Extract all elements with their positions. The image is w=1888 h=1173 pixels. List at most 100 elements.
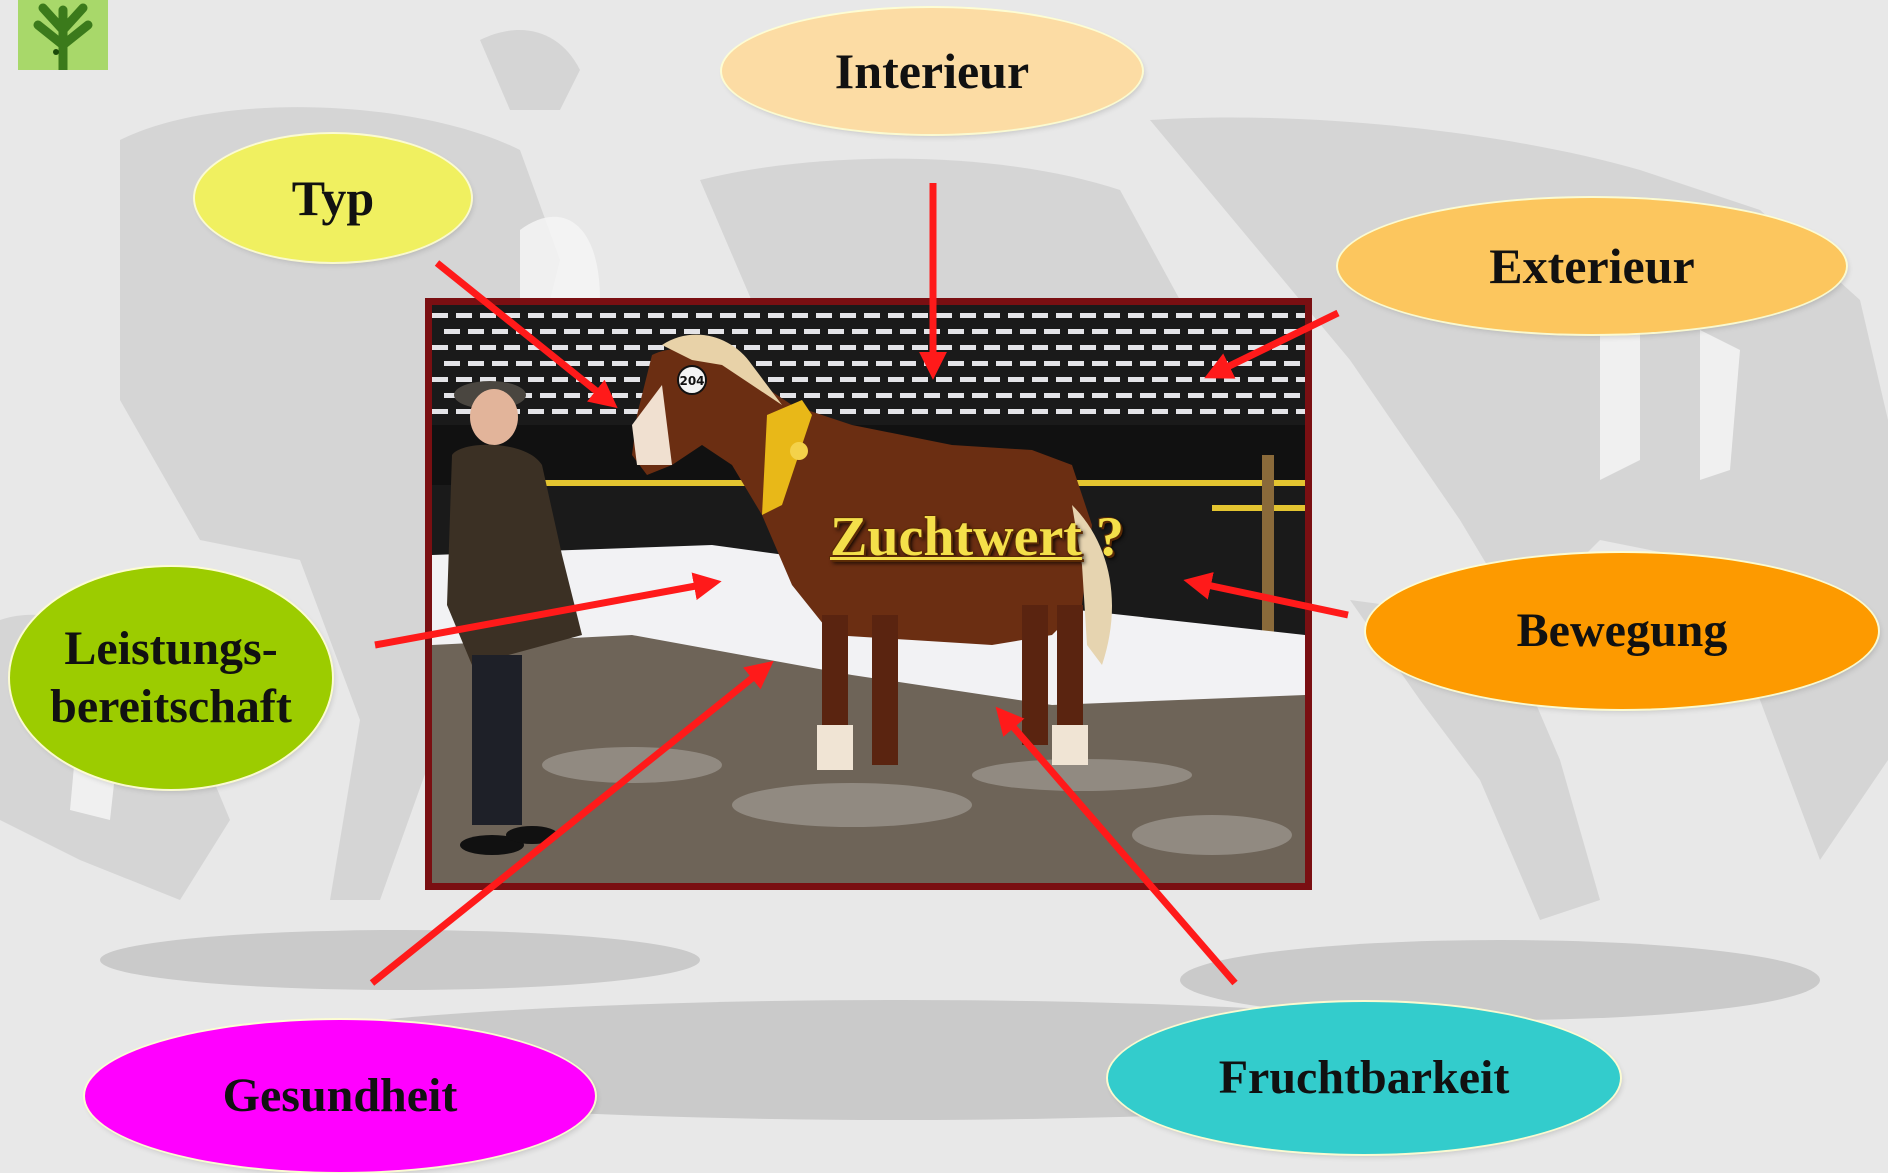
stand-seat	[576, 409, 592, 414]
stand-seat	[504, 377, 520, 382]
node-fruchtbarkeit-label: Fruchtbarkeit	[1218, 1051, 1510, 1105]
stand-seat	[708, 329, 724, 334]
stand-seat	[540, 361, 556, 366]
stand-seat	[996, 393, 1012, 398]
stand-seat	[444, 361, 460, 366]
stand-seat	[744, 313, 760, 318]
stand-seat	[528, 409, 544, 414]
stand-seat	[1068, 393, 1084, 398]
stand-seat	[900, 329, 916, 334]
stand-seat	[456, 409, 472, 414]
stand-seat	[588, 361, 604, 366]
stand-seat	[768, 313, 784, 318]
node-bewegung-label: Bewegung	[1516, 604, 1728, 658]
stand-seat	[1044, 361, 1060, 366]
stand-seat	[468, 361, 484, 366]
stand-seat	[492, 329, 508, 334]
stand-seat	[1164, 361, 1180, 366]
center-label-word: Zuchtwert	[830, 506, 1082, 568]
stand-seat	[960, 313, 976, 318]
stand-seat	[480, 345, 496, 350]
stand-seat	[1008, 377, 1024, 382]
stand-seat	[948, 329, 964, 334]
node-leistung-label-line2: bereitschaft	[50, 680, 292, 733]
stand-seat	[1176, 409, 1192, 414]
stand-seat	[1128, 409, 1144, 414]
stand-seat	[1008, 409, 1024, 414]
stand-seat	[1176, 377, 1192, 382]
stand-seat	[1104, 409, 1120, 414]
stand-seat	[804, 329, 820, 334]
stand-seat	[1260, 393, 1276, 398]
stand-seat	[1032, 345, 1048, 350]
stand-seat	[924, 361, 940, 366]
stand-seat	[696, 313, 712, 318]
stand-seat	[456, 345, 472, 350]
stand-seat	[1056, 345, 1072, 350]
stand-seat	[792, 377, 808, 382]
stand-seat	[636, 361, 652, 366]
stand-seat	[768, 345, 784, 350]
stand-seat	[876, 329, 892, 334]
stand-seat	[1152, 377, 1168, 382]
stand-seat	[936, 377, 952, 382]
stand-seat	[660, 329, 676, 334]
center-question-mark: ?	[1095, 506, 1124, 568]
stand-seat	[1020, 361, 1036, 366]
stand-seat	[864, 409, 880, 414]
stand-seat	[1176, 345, 1192, 350]
horse-photo: 204	[425, 298, 1312, 890]
stand-seat	[1200, 345, 1216, 350]
stand-seat	[1272, 409, 1288, 414]
stand-seat	[1200, 377, 1216, 382]
stand-seat	[612, 329, 628, 334]
stand-seat	[912, 377, 928, 382]
stand-seat	[1008, 313, 1024, 318]
stand-seat	[852, 393, 868, 398]
stand-seat	[1056, 377, 1072, 382]
stand-seat	[744, 345, 760, 350]
stand-seat	[972, 361, 988, 366]
stand-seat	[1248, 377, 1264, 382]
stand-seat	[1284, 329, 1300, 334]
stand-seat	[564, 393, 580, 398]
stand-seat	[552, 377, 568, 382]
stand-seat	[948, 393, 964, 398]
stand-seat	[780, 329, 796, 334]
stand-seat	[924, 393, 940, 398]
stand-seat	[792, 345, 808, 350]
stand-seat	[528, 377, 544, 382]
stand-seat	[1020, 329, 1036, 334]
tree-logo-icon	[18, 0, 108, 70]
stand-seat	[996, 361, 1012, 366]
stand-seat	[1272, 313, 1288, 318]
stand-seat	[732, 329, 748, 334]
stand-seat	[624, 409, 640, 414]
stand-seat	[912, 313, 928, 318]
stand-seat	[576, 377, 592, 382]
stand-seat	[1056, 409, 1072, 414]
stand-seat	[600, 377, 616, 382]
stand-seat	[1128, 313, 1144, 318]
stand-seat	[552, 313, 568, 318]
stand-seat	[456, 313, 472, 318]
stand-seat	[1188, 361, 1204, 366]
stand-seat	[600, 345, 616, 350]
stand-seat	[984, 313, 1000, 318]
stand-seat	[912, 409, 928, 414]
stand-seat	[624, 313, 640, 318]
stand-seat	[1284, 393, 1300, 398]
stand-seat	[432, 313, 448, 318]
stand-seat	[840, 409, 856, 414]
stand-seat	[936, 409, 952, 414]
stand-seat	[840, 377, 856, 382]
stand-seat	[468, 329, 484, 334]
stand-seat	[1164, 329, 1180, 334]
stand-seat	[1116, 329, 1132, 334]
stand-seat	[1104, 313, 1120, 318]
stand-seat	[1080, 313, 1096, 318]
stand-seat	[1272, 345, 1288, 350]
stand-seat	[1236, 361, 1252, 366]
stand-seat	[888, 377, 904, 382]
stand-seat	[888, 345, 904, 350]
